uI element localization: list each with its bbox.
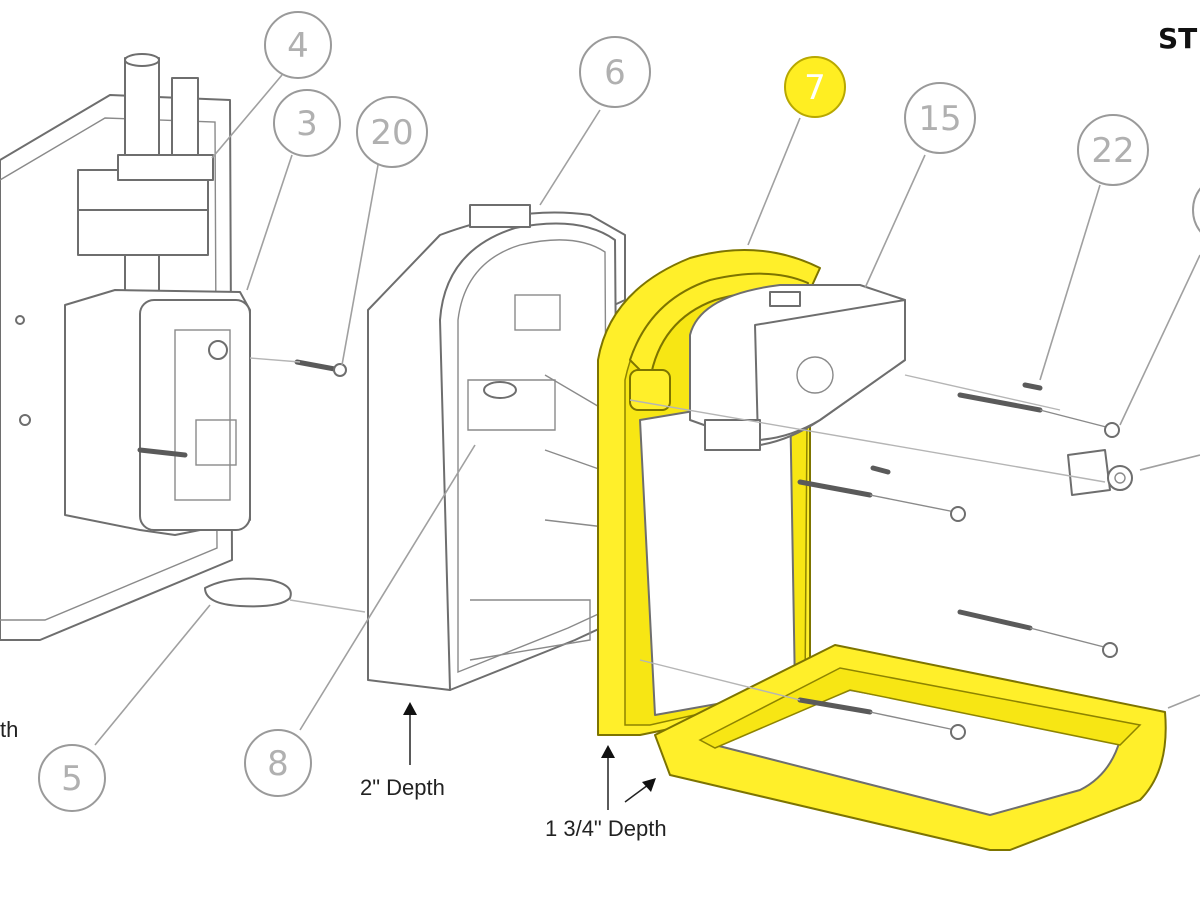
callout-3: 3 (246, 89, 341, 291)
callout-4: 4 (211, 11, 332, 159)
edge-label: th (0, 717, 18, 742)
callout-7: 7 (747, 56, 846, 246)
svg-text:6: 6 (604, 53, 626, 93)
svg-text:4: 4 (287, 26, 309, 66)
depth-1-3-4-inch: 1 3/4" Depth (545, 745, 667, 841)
depth-2-inch: 2" Depth (360, 702, 445, 800)
long-screws (797, 382, 1120, 740)
callout-8: 8 (244, 444, 476, 797)
callout-20: 20 (341, 96, 428, 366)
svg-text:15: 15 (918, 99, 961, 139)
svg-text:5: 5 (61, 759, 83, 799)
callout-partial-right-top (1119, 187, 1200, 426)
corner-label: ST (1158, 22, 1197, 55)
screw-20 (294, 359, 347, 377)
callout-6: 6 (539, 36, 651, 206)
svg-text:22: 22 (1091, 131, 1134, 171)
callout-22: 22 (1039, 114, 1149, 381)
callout-partial-right-bottom (1139, 454, 1200, 709)
svg-text:3: 3 (296, 104, 318, 144)
svg-text:1 3/4" Depth: 1 3/4" Depth (545, 816, 667, 841)
callout-15: 15 (864, 82, 976, 289)
part-5-cap (204, 577, 292, 608)
svg-text:2" Depth: 2" Depth (360, 775, 445, 800)
part-15-hood (689, 284, 906, 451)
wall-plate-assembly (0, 53, 251, 641)
callout-5: 5 (38, 604, 211, 812)
projection-lines (249, 357, 1106, 701)
hinge-clip (1067, 449, 1133, 496)
svg-text:20: 20 (370, 113, 413, 153)
svg-text:8: 8 (267, 744, 289, 784)
svg-text:7: 7 (804, 68, 826, 108)
part-6-frame (367, 204, 631, 691)
